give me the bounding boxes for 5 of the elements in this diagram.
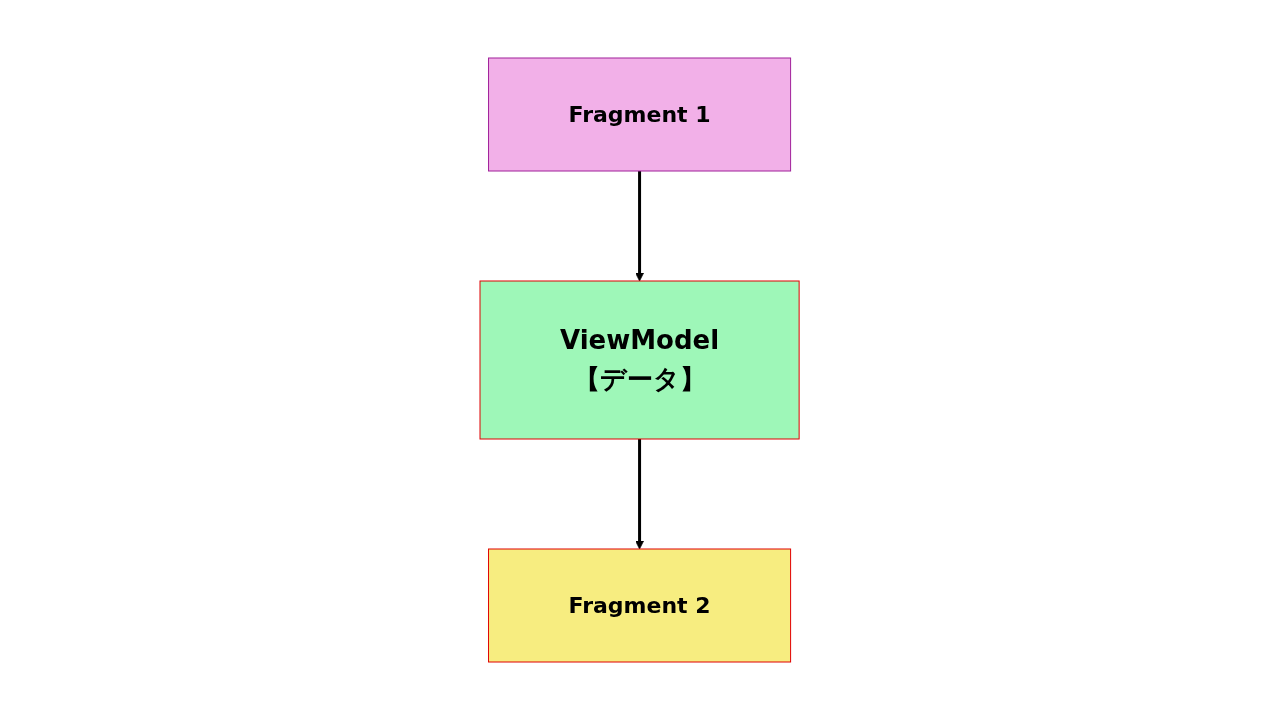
node-box: Fragment 1 — [488, 57, 792, 172]
arrow — [635, 439, 645, 550]
arrow — [635, 171, 645, 282]
node-box: Fragment 2 — [488, 548, 792, 663]
node-box: ViewModel 【データ】 — [479, 280, 801, 440]
